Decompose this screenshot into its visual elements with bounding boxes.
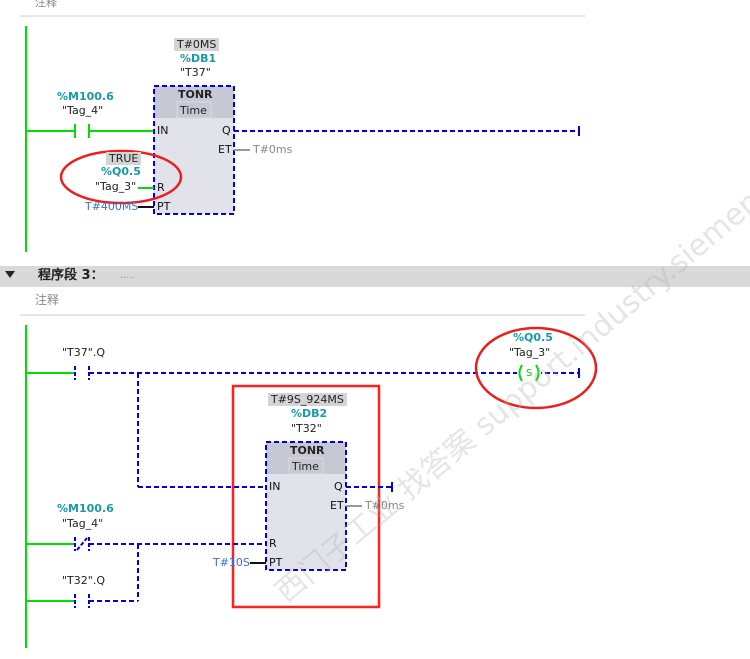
network-dots[interactable]: .....	[120, 271, 135, 281]
block-type[interactable]: TONR	[290, 444, 325, 457]
network-3-header[interactable]	[0, 266, 750, 287]
pt-value[interactable]: T#10S	[213, 556, 250, 569]
timer-value: T#0MS	[174, 38, 220, 51]
pin-pt: PT	[269, 556, 283, 569]
block-sub[interactable]: Time	[292, 460, 319, 473]
pin-q: Q	[222, 124, 231, 137]
contact1-label[interactable]: "T37".Q	[62, 346, 105, 359]
r-value: TRUE	[106, 152, 142, 165]
pt-value[interactable]: T#400MS	[85, 200, 139, 213]
contact2-address[interactable]: %M100.6	[57, 502, 114, 515]
et-value: T#0ms	[365, 499, 405, 512]
contact2-tag[interactable]: "Tag_4"	[62, 517, 104, 530]
pin-et: ET	[218, 143, 232, 156]
contact3-label[interactable]: "T32".Q	[62, 574, 105, 587]
pin-pt: PT	[157, 200, 171, 213]
timer-instance[interactable]: "T37"	[180, 66, 211, 79]
set-coil-symbol[interactable]: S	[526, 368, 533, 379]
block-sub[interactable]: Time	[180, 104, 207, 117]
pin-in: IN	[157, 124, 169, 137]
coil-address[interactable]: %Q0.5	[513, 331, 553, 344]
highlight-ellipse	[59, 149, 183, 205]
no-contact-icon	[74, 124, 90, 138]
contact-tag[interactable]: "Tag_4"	[62, 104, 104, 117]
collapse-triangle-icon	[5, 271, 15, 278]
contact-address[interactable]: %M100.6	[57, 90, 114, 103]
highlight-circle	[474, 326, 598, 410]
r-tag[interactable]: "Tag_3"	[95, 180, 137, 193]
timer-instance[interactable]: "T32"	[291, 422, 322, 435]
coil-tag[interactable]: "Tag_3"	[509, 346, 551, 359]
network-title[interactable]: 程序段 3：	[38, 268, 104, 283]
pin-et: ET	[330, 499, 344, 512]
block-type[interactable]: TONR	[178, 88, 213, 101]
network-comment[interactable]: 注释	[35, 293, 60, 307]
highlight-rect	[231, 384, 381, 609]
pin-in: IN	[269, 480, 281, 493]
top-comment[interactable]: 注释	[35, 0, 57, 9]
pin-q: Q	[334, 480, 343, 493]
timer-db[interactable]: %DB1	[180, 52, 217, 65]
r-address[interactable]: %Q0.5	[101, 165, 141, 178]
pin-r: R	[157, 181, 165, 194]
timer-value: T#9S_924MS	[268, 393, 347, 406]
et-value: T#0ms	[253, 143, 293, 156]
timer-db[interactable]: %DB2	[291, 407, 328, 420]
pin-r: R	[269, 537, 277, 550]
